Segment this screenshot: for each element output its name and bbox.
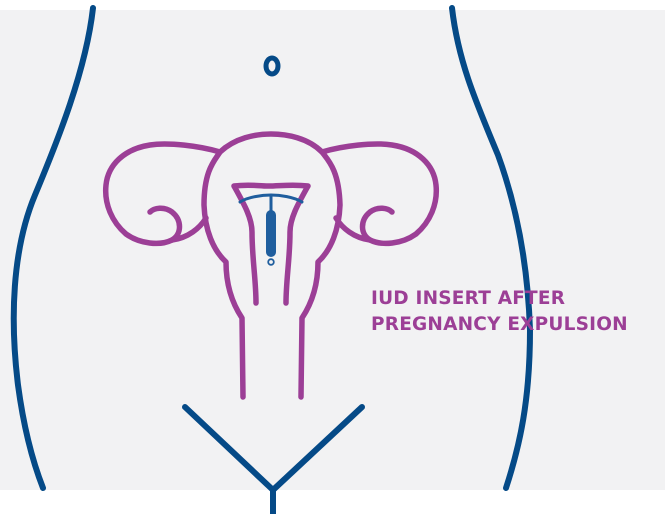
navel <box>266 58 278 74</box>
torso-right-contour <box>452 8 530 488</box>
iud-tip <box>268 259 274 265</box>
caption-text: IUD INSERT AFTER PREGNANCY EXPULSION <box>371 286 628 338</box>
groin-line-right <box>273 407 362 490</box>
torso-left-contour <box>14 8 93 488</box>
groin-line-left <box>185 407 273 490</box>
torso-outline <box>14 8 530 514</box>
iud-body <box>266 210 276 257</box>
caption-line-1: IUD INSERT AFTER <box>371 286 628 312</box>
caption-line-2: PREGNANCY EXPULSION <box>371 312 628 338</box>
